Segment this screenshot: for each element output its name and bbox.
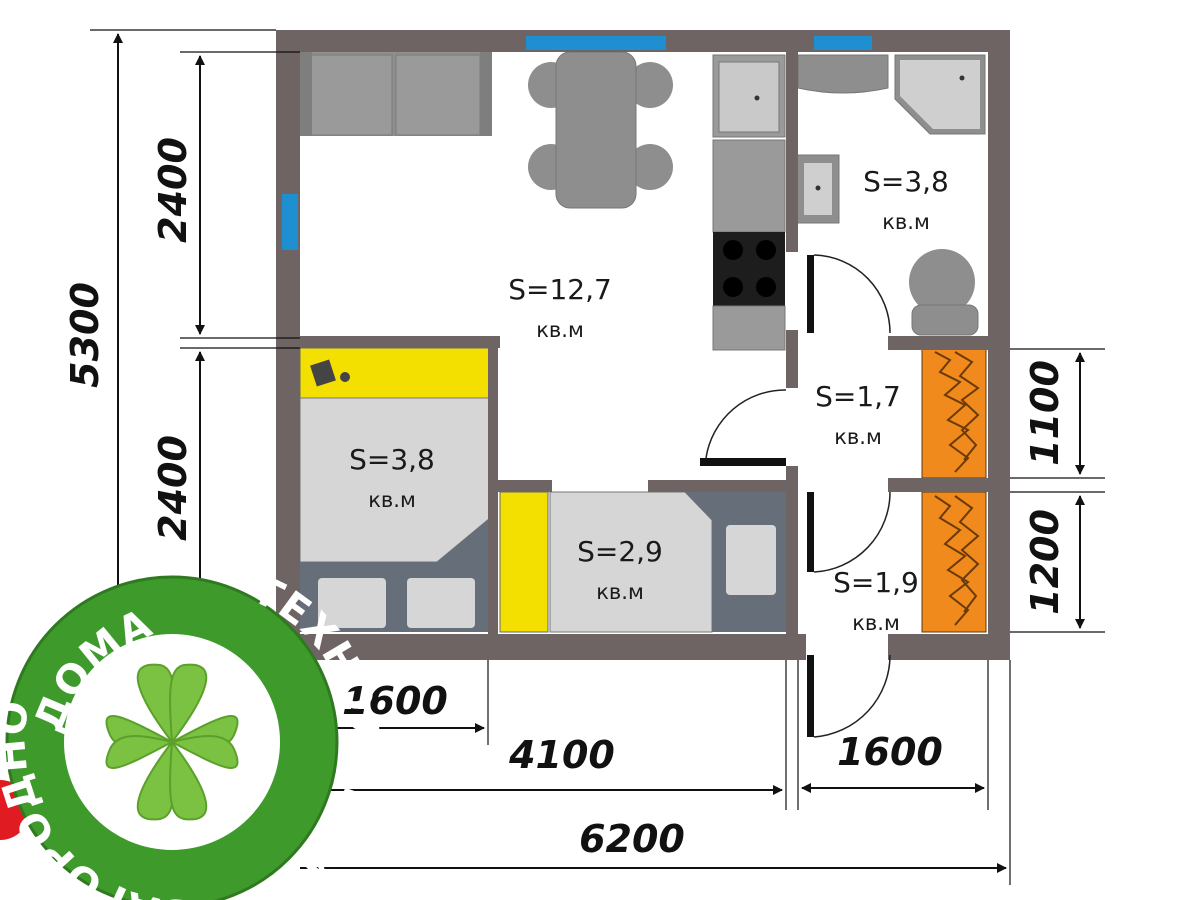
dim-bottom-left: 1600 xyxy=(342,679,448,723)
kitchen-counter xyxy=(712,54,786,351)
bathroom-unit: кв.м xyxy=(882,210,930,234)
clover-icon xyxy=(105,663,239,821)
window-left xyxy=(282,194,298,250)
living-unit: кв.м xyxy=(536,318,584,342)
living-area: S=12,7 xyxy=(508,273,612,306)
doors xyxy=(700,254,891,738)
dim-right-lower: 1200 xyxy=(1023,509,1067,615)
hall-unit: кв.м xyxy=(834,425,882,449)
dining-table xyxy=(528,51,673,209)
window-top-left xyxy=(526,36,666,50)
wardrobe-upper xyxy=(921,347,987,479)
bed-single xyxy=(499,491,786,633)
dim-total-width: 6200 xyxy=(579,817,685,861)
dim-right-upper: 1100 xyxy=(1023,360,1067,466)
dim-upper-height: 2400 xyxy=(151,137,195,243)
dim-bottom-mid: 4100 xyxy=(508,733,615,777)
dim-bottom-right: 1600 xyxy=(837,730,943,774)
bedroom-area: S=3,8 xyxy=(349,443,435,476)
dim-total-height: 5300 xyxy=(63,282,107,388)
dimension-lines xyxy=(90,29,1105,885)
wardrobe-lower xyxy=(921,491,987,633)
bedroom-unit: кв.м xyxy=(368,488,416,512)
sofa xyxy=(300,52,492,136)
window-top-right xyxy=(814,36,872,50)
hall-area: S=1,7 xyxy=(815,380,901,413)
bathroom-area: S=3,8 xyxy=(863,165,949,198)
entry-area: S=1,9 xyxy=(833,566,919,599)
bed-double xyxy=(299,347,491,632)
entry-unit: кв.м xyxy=(852,611,900,635)
stove xyxy=(713,232,785,306)
dimension-arrows xyxy=(113,33,1085,873)
small-bedroom-area: S=2,9 xyxy=(577,535,663,568)
bathroom-fixtures xyxy=(796,54,986,336)
small-bedroom-unit: кв.м xyxy=(596,580,644,604)
dim-lower-height: 2400 xyxy=(151,435,195,541)
